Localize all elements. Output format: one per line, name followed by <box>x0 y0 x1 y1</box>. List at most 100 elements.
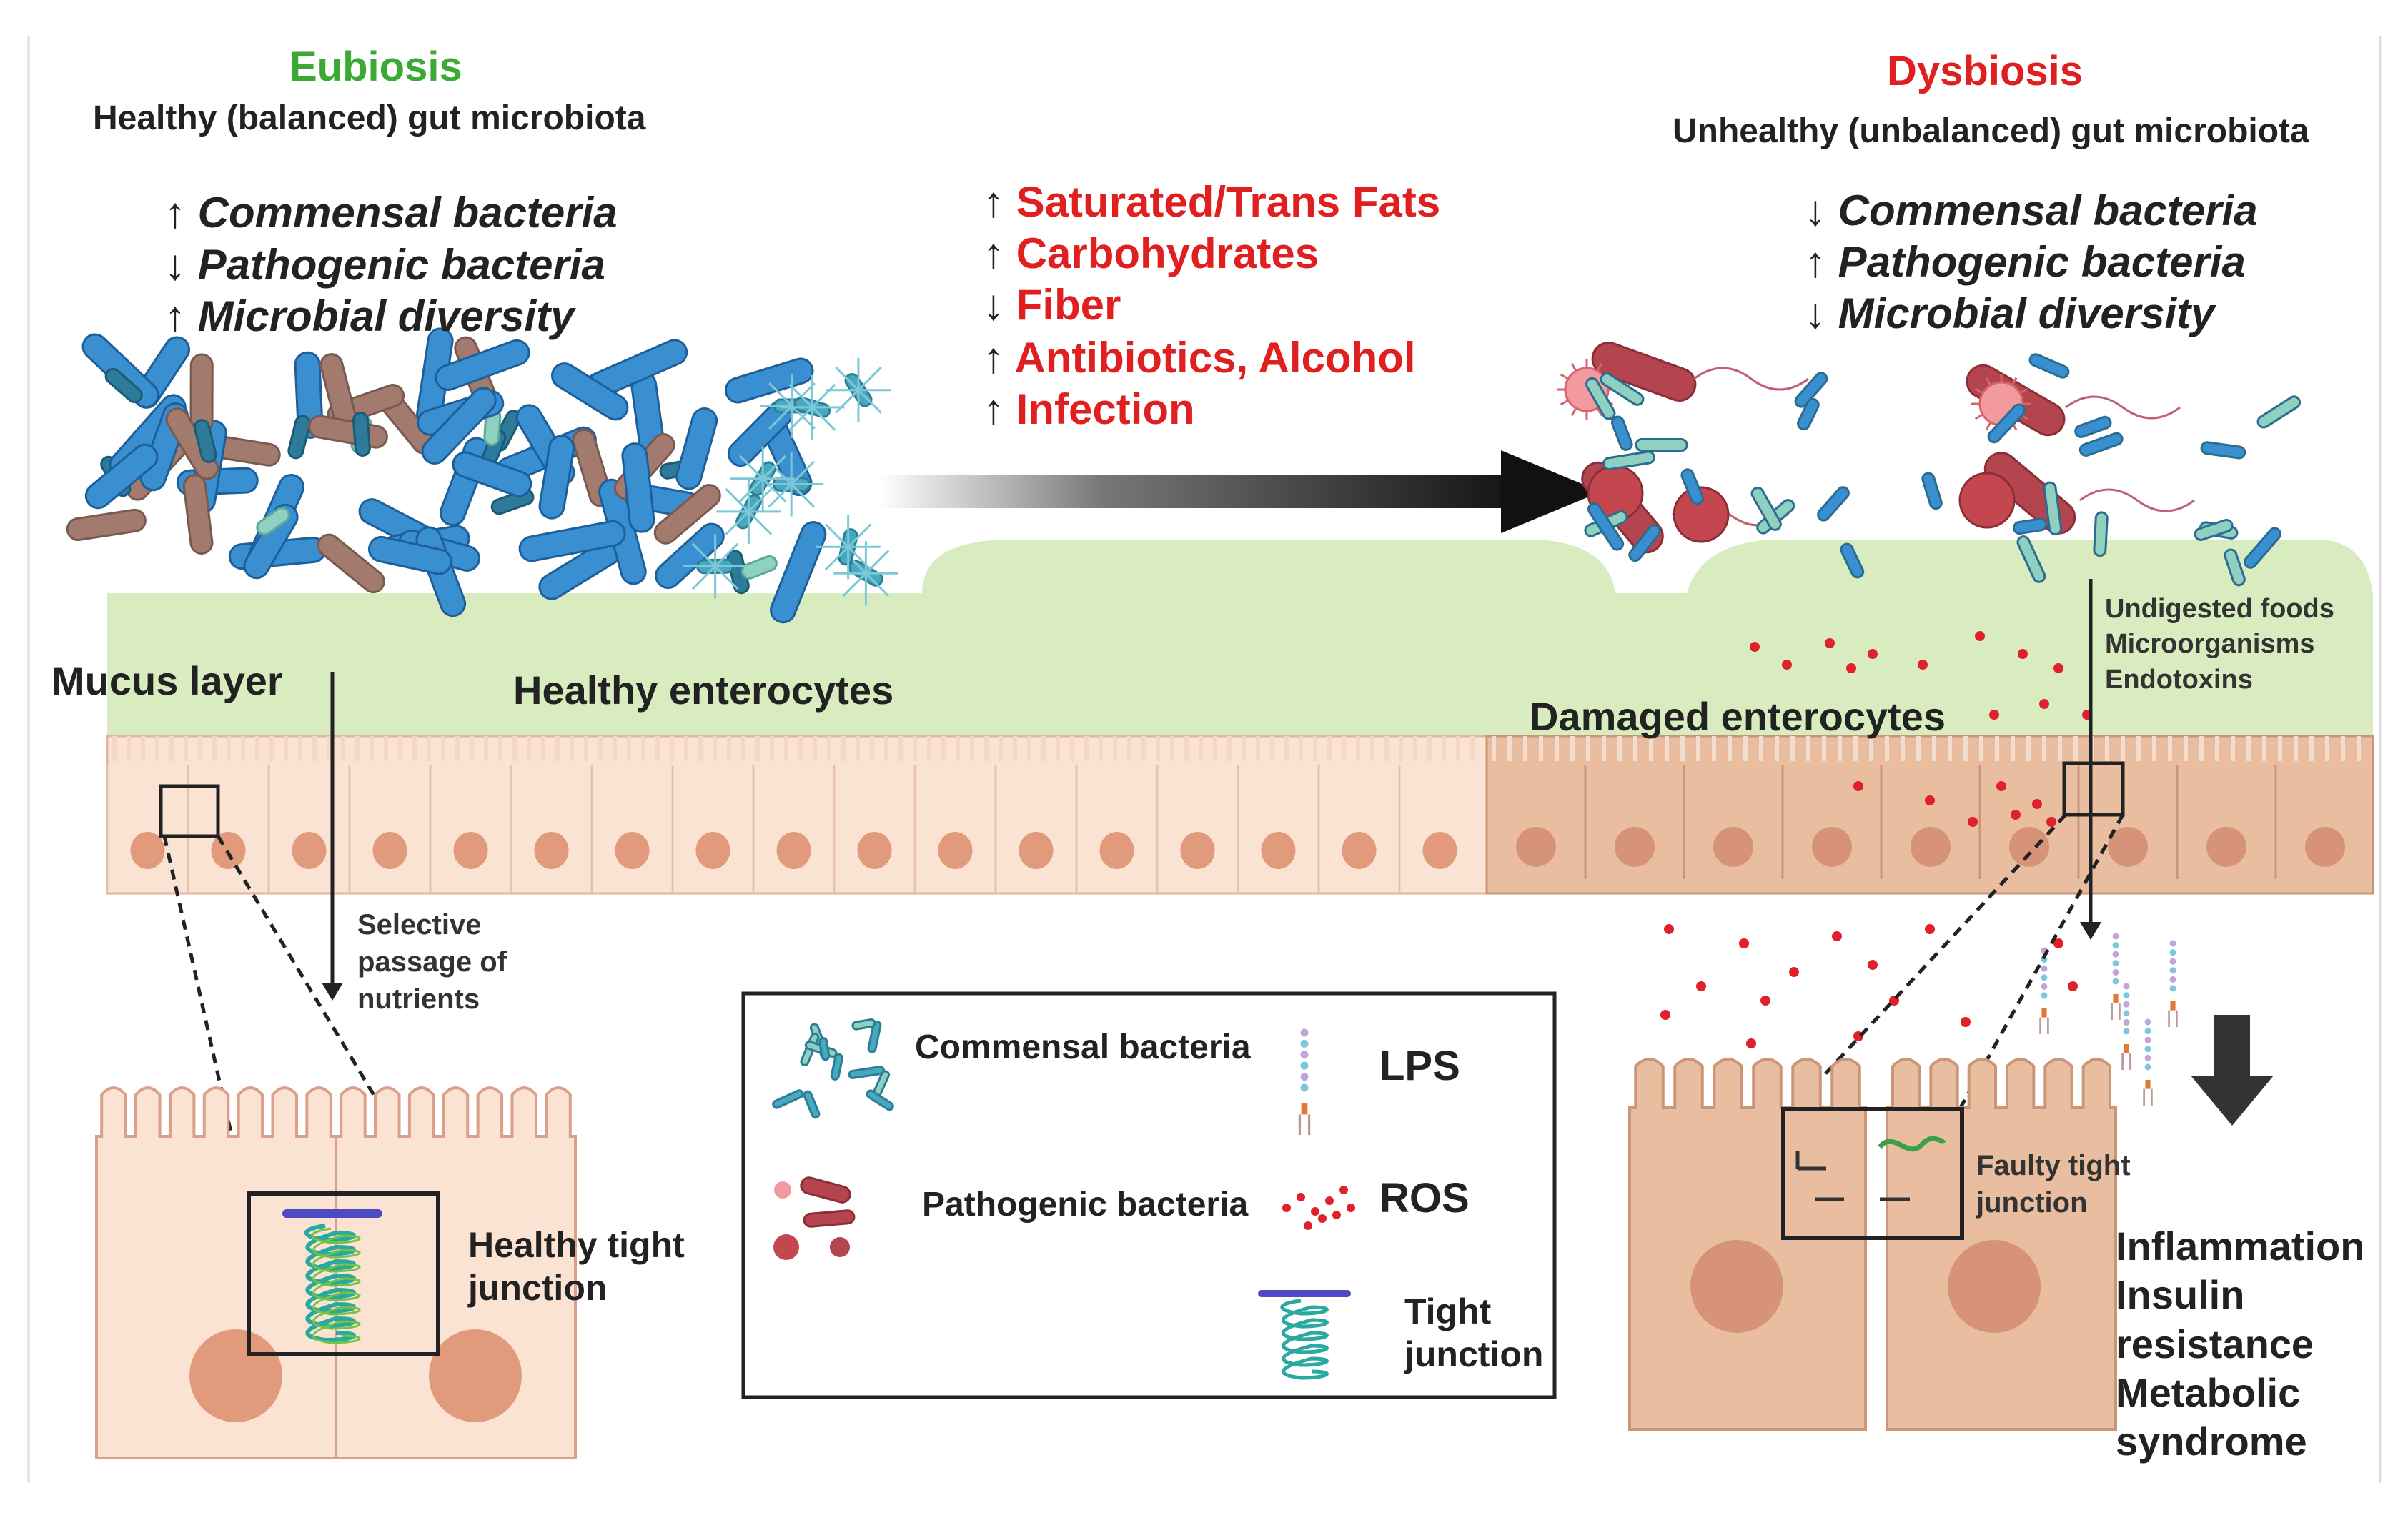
flagellum <box>865 550 890 575</box>
legend-commensal-icon <box>851 1018 876 1031</box>
mucus-layer-label: Mucus layer <box>51 658 283 703</box>
arrow-down-icon: ↓ <box>164 241 186 289</box>
flagellum <box>748 510 773 535</box>
commensal-bacterium <box>193 419 217 464</box>
flagellum <box>714 542 739 567</box>
flagellated-bacterium <box>826 357 891 422</box>
virus-spike <box>1560 399 1569 406</box>
legend-tj-strand <box>1280 1299 1329 1380</box>
ros-dot <box>1968 817 1978 827</box>
lps-unit <box>2123 1001 2130 1008</box>
flagellum <box>824 546 849 571</box>
ros-dot <box>1925 924 1935 934</box>
zoom-square-healthy <box>159 784 220 838</box>
virus-spike <box>1560 373 1569 380</box>
lps-unit <box>2144 1018 2151 1026</box>
tj-protein <box>282 1209 382 1218</box>
damaged-enterocytes-label: Damaged enterocytes <box>1530 694 1946 739</box>
flagellum <box>691 565 716 590</box>
flagellum <box>691 542 716 567</box>
virus-spike <box>1985 377 1992 386</box>
lps-unit <box>2123 1018 2130 1026</box>
flagellum <box>768 382 793 407</box>
cell-nucleus <box>292 832 327 869</box>
commensal-bacterium <box>518 520 626 562</box>
ros-dot <box>1868 649 1878 659</box>
cell-nucleus <box>1180 832 1215 869</box>
commensal-bacterium <box>421 387 497 465</box>
flagellum <box>835 366 860 391</box>
cell-nucleus <box>2009 827 2049 867</box>
ros-dot <box>1746 1038 1756 1048</box>
outcomes-label: Inflammation Insulin resistance Metaboli… <box>2116 1224 2365 1464</box>
ros-dot <box>1832 931 1842 941</box>
virus-spike <box>1570 407 1577 417</box>
ros-dot <box>1925 795 1935 805</box>
commensal-bacterium <box>653 484 721 545</box>
legend-ros-dot <box>1318 1214 1327 1223</box>
cell-nucleus <box>857 832 892 869</box>
cell-nucleus <box>1342 832 1377 869</box>
commensal-bacterium <box>367 535 452 575</box>
commensal-bacterium <box>770 521 827 624</box>
lps-molecule <box>2121 983 2131 1071</box>
lps-unit <box>2144 1063 2151 1071</box>
eubiosis-item: ↑ Commensal bacteria <box>164 189 618 237</box>
commensal-bacterium <box>182 474 214 555</box>
ros-dot <box>1868 960 1878 970</box>
flagellum <box>791 460 816 485</box>
flagellum <box>762 455 787 480</box>
commensal-bacterium <box>1921 472 1943 510</box>
legend-pathogen-icon <box>803 1209 856 1228</box>
dysbiosis-item: ↑ Pathogenic bacteria <box>1805 238 2246 286</box>
eubiosis-title: Eubiosis <box>289 44 462 90</box>
damaged-cell-band <box>1485 735 2374 895</box>
legend-tight-junction-label: Tight junction <box>1404 1291 1544 1374</box>
ros-dot <box>2011 810 2021 820</box>
lps-core <box>2170 1001 2176 1011</box>
lps-unit <box>1300 1051 1309 1059</box>
ros-dot <box>1996 781 2006 791</box>
flagellum <box>714 565 739 590</box>
commensal-bacterium <box>1587 502 1625 551</box>
commensal-bacterium <box>2074 415 2112 438</box>
flagellated-bacterium <box>683 534 748 599</box>
lps-unit <box>1300 1039 1309 1048</box>
cell-nucleus <box>453 832 488 869</box>
cell-nucleus <box>2108 827 2148 867</box>
commensal-bacterium <box>1794 372 1828 408</box>
ros-dot <box>1961 1017 1971 1027</box>
lps-unit <box>2169 940 2176 947</box>
legend-lps-label: LPS <box>1379 1043 1460 1089</box>
commensal-bacterium <box>1840 542 1865 579</box>
legend-pathogenic-label: Pathogenic bacteria <box>922 1186 1249 1224</box>
commensal-bacterium <box>1750 487 1782 531</box>
ros-dot <box>1782 660 1792 670</box>
commensal-bacterium <box>2078 432 2124 457</box>
flagellum <box>739 477 764 502</box>
legend-tj-protein <box>1258 1290 1351 1297</box>
faulty-tight-junction <box>1795 1136 1946 1201</box>
commensal-bacterium <box>538 435 575 520</box>
commensal-bacterium <box>1635 438 1688 452</box>
arrow-up-icon: ↑ <box>983 229 1004 277</box>
lps-unit <box>2112 951 2119 958</box>
cell-nucleus <box>130 832 165 869</box>
cell-nucleus <box>776 832 811 869</box>
lps-unit <box>2169 976 2176 983</box>
legend-ros-label: ROS <box>1379 1175 1470 1221</box>
ros-dot <box>1975 631 1985 641</box>
lps-unit <box>2144 1054 2151 1061</box>
dysbiosis-title: Dysbiosis <box>1887 48 2083 94</box>
pathogen-coccus <box>1958 472 2016 529</box>
leak-items-label: Undigested foods Microorganisms Endotoxi… <box>2105 594 2334 695</box>
outcome-arrow <box>2191 1015 2274 1126</box>
commensal-bacterium <box>1817 486 1850 522</box>
lps-core <box>2113 994 2119 1003</box>
commensal-bacterium <box>2016 535 2046 583</box>
healthy-enterocytes-label: Healthy enterocytes <box>513 668 894 713</box>
pathogenic-bacterium <box>1591 342 1697 402</box>
legend-commensal-icon <box>818 1036 831 1061</box>
flagellum <box>857 389 882 414</box>
